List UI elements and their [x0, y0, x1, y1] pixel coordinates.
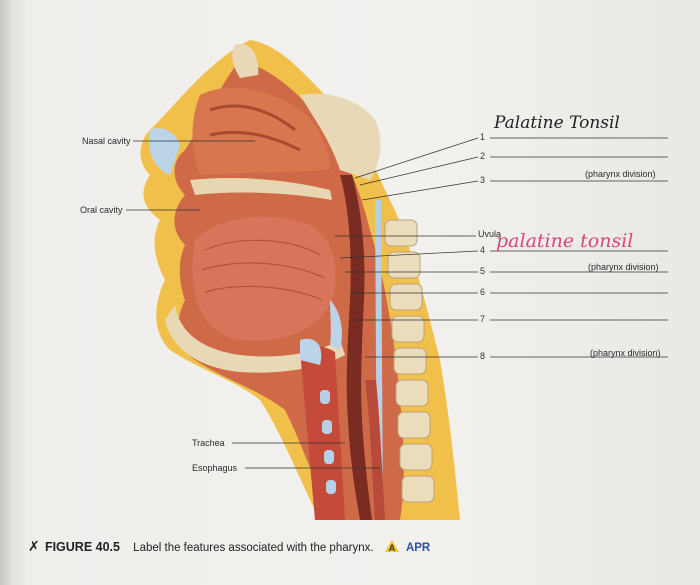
number-2: 2 [480, 151, 486, 161]
hard-palate [190, 178, 332, 200]
hint-pharynx-division-3: (pharynx division) [585, 169, 656, 179]
page-binding-shadow [0, 0, 14, 585]
trachea [300, 346, 345, 520]
scribble-mark-icon: ✗ [28, 538, 40, 554]
figure-caption: ✗ FIGURE 40.5 Label the features associa… [28, 538, 430, 555]
number-7: 7 [480, 314, 486, 324]
caption-text: Label the features associated with the p… [133, 542, 374, 554]
warning-triangle-icon: A [384, 540, 399, 553]
epiglottis [330, 300, 342, 350]
number-1: 1 [480, 132, 486, 142]
tongue [192, 216, 336, 341]
nasal-cavity-region [192, 87, 330, 175]
number-3: 3 [480, 175, 486, 185]
hint-pharynx-division-5: (pharynx division) [588, 262, 659, 272]
label-nasal-cavity: Nasal cavity [82, 136, 131, 146]
apr-badge: APR [405, 542, 431, 554]
label-esophagus: Esophagus [192, 463, 238, 473]
nasal-cartilage [148, 128, 180, 175]
number-4: 4 [480, 245, 486, 255]
label-trachea: Trachea [192, 438, 225, 448]
number-5: 5 [480, 266, 486, 276]
svg-text:A: A [389, 543, 396, 552]
handwritten-answer-4: palatine tonsil [496, 230, 634, 252]
figure-number: FIGURE 40.5 [44, 540, 120, 554]
handwritten-answer-1: Palatine Tonsil [494, 113, 620, 133]
sphenoid-bone [300, 93, 381, 180]
pharynx-airway [340, 175, 372, 520]
esophagus [365, 380, 385, 520]
label-uvula: Uvula [478, 229, 502, 239]
hint-pharynx-division-8: (pharynx division) [590, 348, 661, 358]
label-oral-cavity: Oral cavity [80, 205, 123, 215]
number-6: 6 [480, 287, 486, 297]
number-8: 8 [480, 351, 486, 361]
